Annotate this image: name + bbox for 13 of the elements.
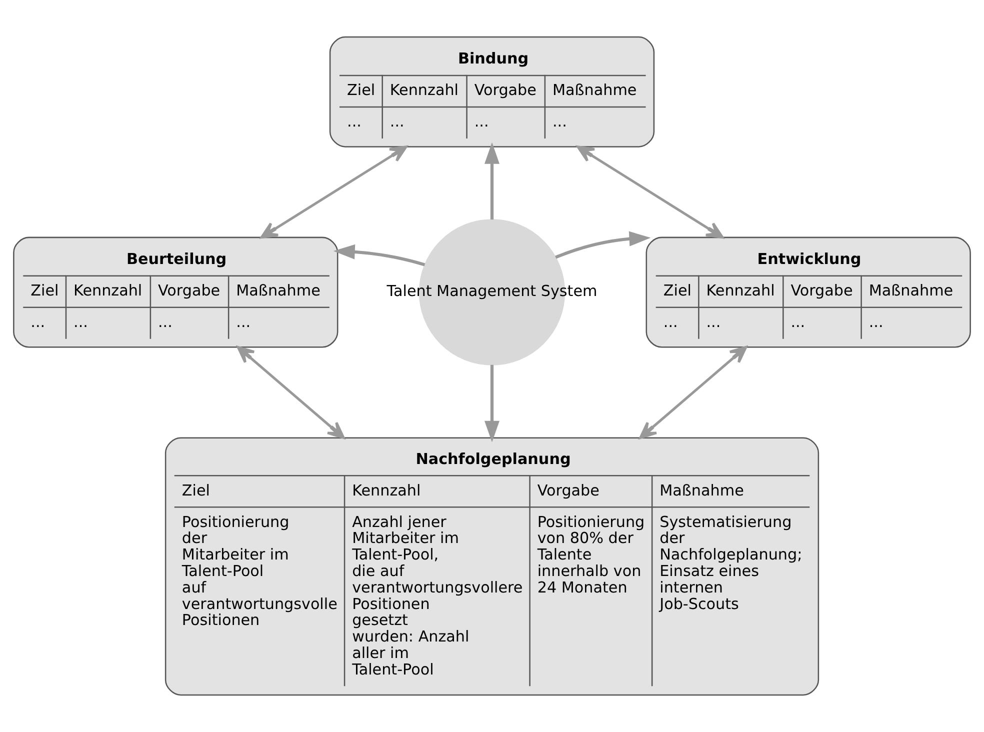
arrow [639,346,748,439]
arrow [576,146,724,238]
node-label: Talent Management System [386,282,598,300]
arrow [333,244,426,266]
arrow [236,346,345,439]
arrow [555,231,651,259]
node-box: Entwicklung Ziel Kennzahl Vorgabe Maßnahme ... ... ... ... [646,236,971,348]
node-box: Nachfolgeplanung Ziel Kennzahl Vorgabe Maßnahme Positionierung der Mitarbeiter im Talent-Pool auf verantwortungsvolle Positionen Anzahl jener Mitarbeiter im Talent-Pool, die auf verantwortungsvollere Positionen gesetzt wurden: Anzahl aller im Talent-Pool Positionierung von 80% der Talente innerhalb von 24 Monaten Systematisierung der Nachfolgeplanung; Einsatz eines internen Job-Scouts [164,437,820,696]
arrow [484,142,500,220]
node-box: Bindung Ziel Kennzahl Vorgabe Maßnahme ... ... ... ... [329,36,655,148]
arrow [260,146,408,238]
arrow [484,364,500,442]
node-box: Beurteilung Ziel Kennzahl Vorgabe Maßnahme ... ... ... ... [13,236,338,348]
